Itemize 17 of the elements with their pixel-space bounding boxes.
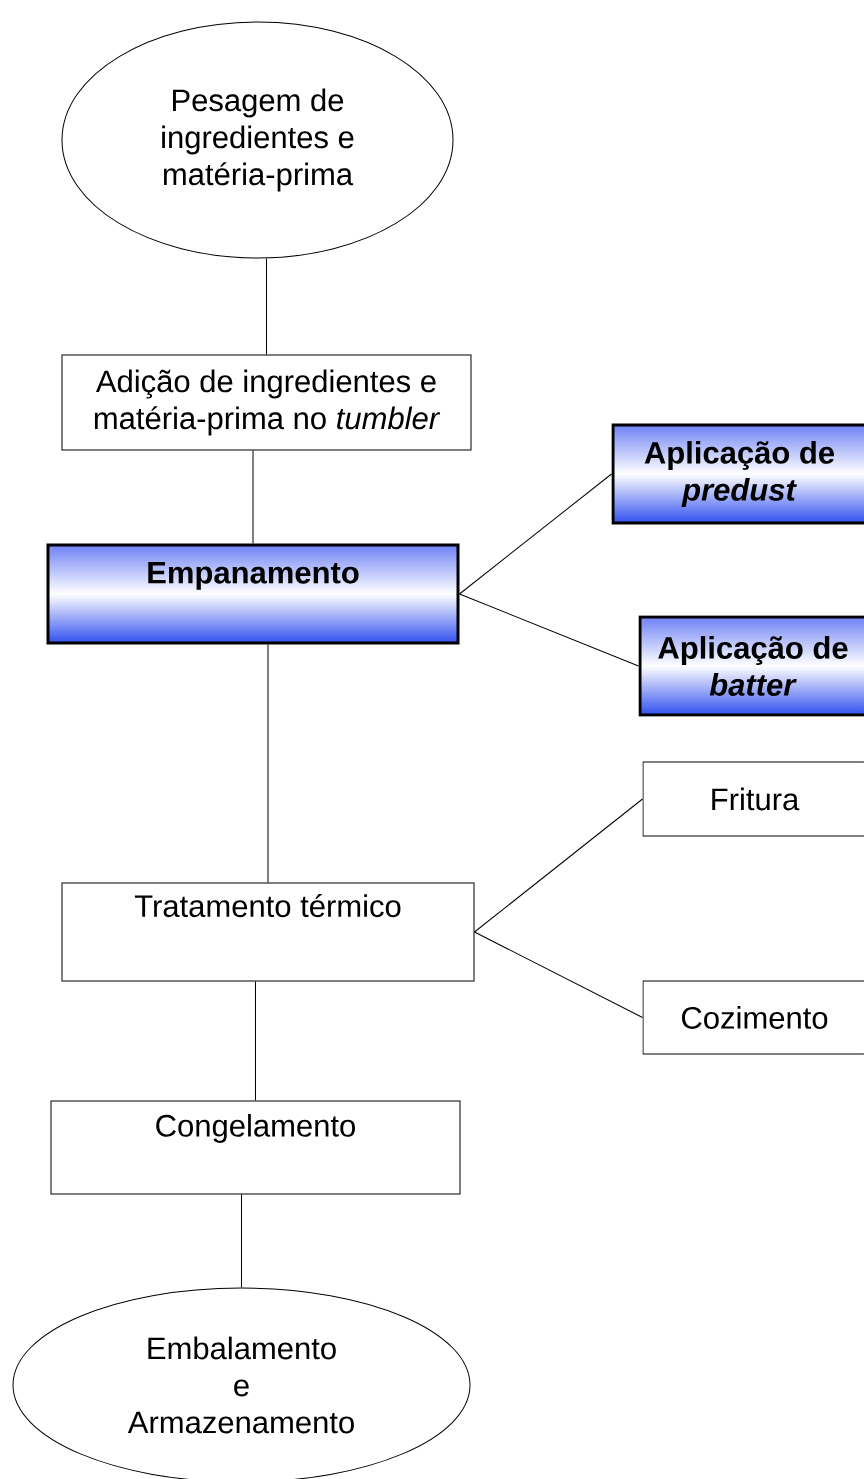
connector-line [266, 258, 267, 355]
process-box: Cozimento [642, 980, 864, 1055]
connector-line [474, 931, 643, 1018]
connector-line [267, 644, 269, 883]
highlighted-box: Aplicação de batter [638, 615, 864, 717]
connector-line [474, 798, 643, 933]
connector-line [255, 981, 256, 1101]
connector-line [241, 1194, 242, 1288]
highlighted-box: Empanamento [46, 543, 460, 645]
connector-line [252, 450, 254, 544]
connector-line [459, 593, 639, 667]
process-box: Fritura [642, 761, 864, 837]
highlighted-box: Aplicação de predust [611, 423, 864, 525]
process-box: Adição de ingredientes e matéria-prima no tumbler [61, 354, 472, 451]
process-box: Tratamento térmico [61, 882, 475, 982]
process-box: Congelamento [50, 1100, 461, 1195]
connector-line [459, 473, 612, 595]
